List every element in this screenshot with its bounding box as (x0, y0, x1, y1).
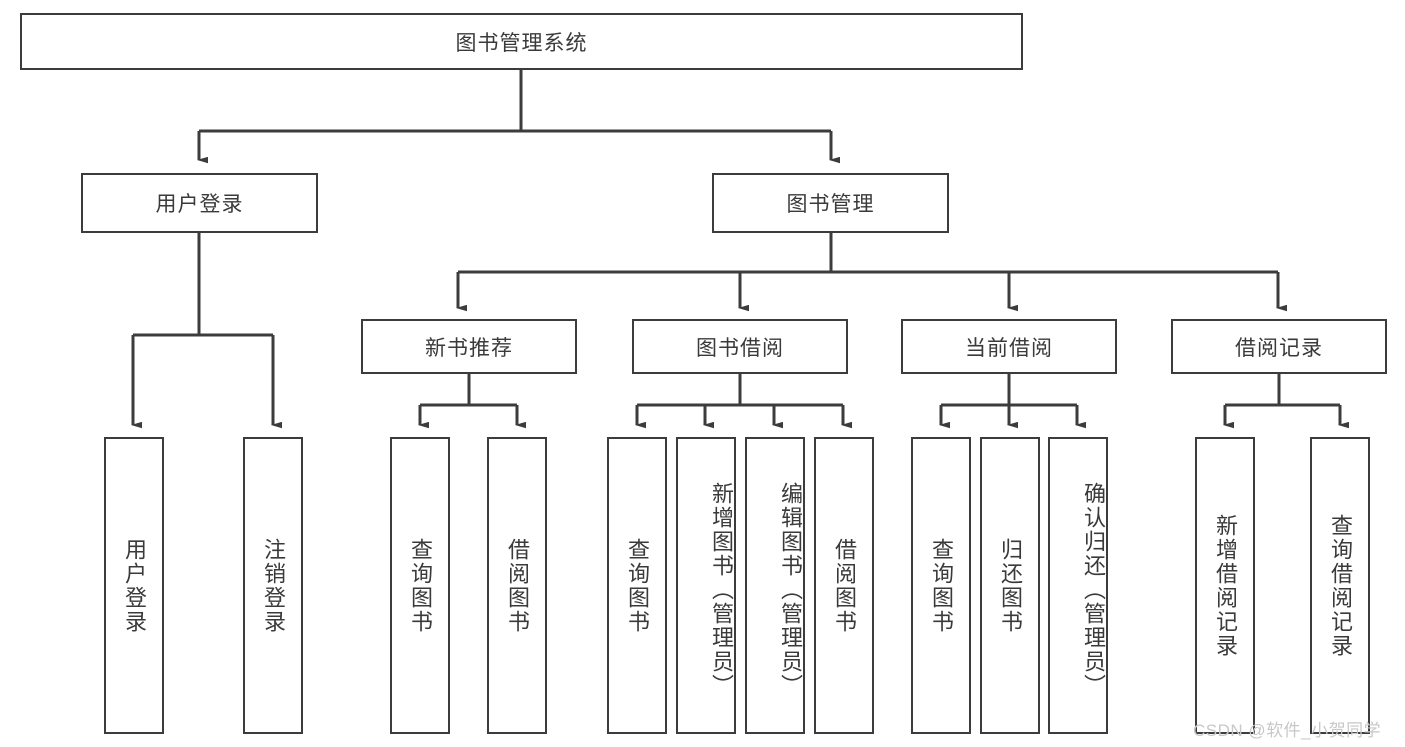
csdn-watermark: CSDN @软件_小贺同学 (1193, 721, 1382, 740)
leaf-current-confirm-return-admin[interactable]: 确认归还（管理员） (1048, 437, 1108, 734)
leaf-recommend-query-book[interactable]: 查询图书 (390, 437, 450, 734)
leaf-recommend-borrow-book-label: 借阅图书 (504, 537, 530, 634)
leaf-user-login[interactable]: 用户登录 (104, 437, 164, 734)
leaf-user-logout-label: 注销登录 (260, 537, 286, 634)
leaf-current-query-book-label: 查询图书 (928, 537, 954, 634)
leaf-borrow-query-book[interactable]: 查询图书 (607, 437, 667, 734)
leaf-current-query-book[interactable]: 查询图书 (911, 437, 971, 734)
node-book-borrow-label: 图书借阅 (696, 336, 784, 360)
node-root[interactable]: 图书管理系统 (20, 13, 1023, 70)
leaf-borrow-edit-book-admin-label: 编辑图书（管理员） (778, 481, 803, 698)
node-user-login[interactable]: 用户登录 (81, 173, 318, 233)
node-borrow-record[interactable]: 借阅记录 (1171, 319, 1387, 374)
leaf-borrow-add-book-admin[interactable]: 新增图书（管理员） (676, 437, 736, 734)
node-new-book-recommend[interactable]: 新书推荐 (361, 319, 577, 374)
leaf-record-add-record[interactable]: 新增借阅记录 (1195, 437, 1255, 734)
node-book-management[interactable]: 图书管理 (712, 173, 949, 233)
node-current-borrow[interactable]: 当前借阅 (901, 319, 1117, 374)
leaf-current-return-book[interactable]: 归还图书 (980, 437, 1040, 734)
leaf-borrow-borrow-book[interactable]: 借阅图书 (814, 437, 874, 734)
leaf-borrow-borrow-book-label: 借阅图书 (831, 537, 857, 634)
leaf-borrow-edit-book-admin[interactable]: 编辑图书（管理员） (745, 437, 805, 734)
leaf-record-add-record-label: 新增借阅记录 (1212, 513, 1238, 658)
leaf-borrow-query-book-label: 查询图书 (624, 537, 650, 634)
leaf-user-logout[interactable]: 注销登录 (243, 437, 303, 734)
leaf-borrow-add-book-admin-label: 新增图书（管理员） (709, 481, 734, 698)
node-root-label: 图书管理系统 (455, 31, 588, 55)
leaf-current-confirm-return-admin-label: 确认归还（管理员） (1081, 481, 1106, 698)
leaf-recommend-borrow-book[interactable]: 借阅图书 (487, 437, 547, 734)
leaf-user-login-label: 用户登录 (121, 537, 147, 634)
node-current-borrow-label: 当前借阅 (965, 336, 1053, 360)
node-user-login-label: 用户登录 (155, 193, 244, 216)
node-book-management-label: 图书管理 (786, 193, 875, 216)
leaf-current-return-book-label: 归还图书 (997, 537, 1023, 634)
node-borrow-record-label: 借阅记录 (1235, 336, 1323, 360)
leaf-record-query-record-label: 查询借阅记录 (1327, 513, 1353, 658)
leaf-recommend-query-book-label: 查询图书 (407, 537, 433, 634)
node-book-borrow[interactable]: 图书借阅 (632, 319, 848, 374)
leaf-record-query-record[interactable]: 查询借阅记录 (1310, 437, 1370, 734)
node-new-book-recommend-label: 新书推荐 (425, 336, 513, 360)
